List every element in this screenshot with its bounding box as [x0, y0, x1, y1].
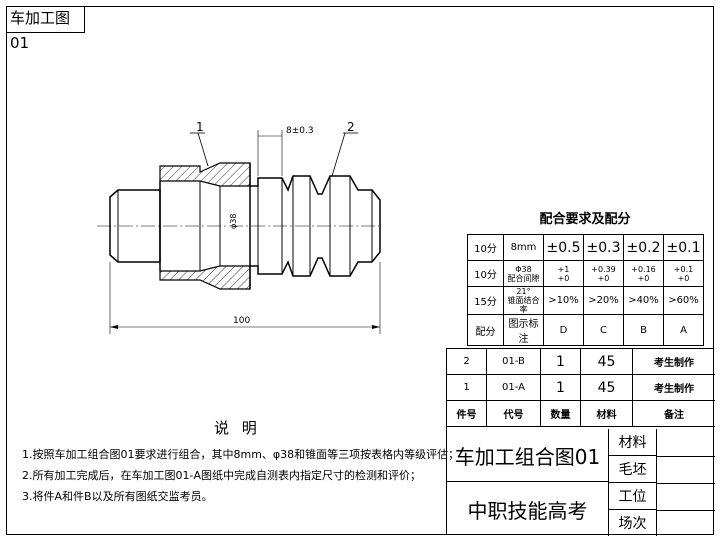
parts-row-1: 1 01-A 1 45 考生制作 — [447, 375, 715, 401]
fit-cell: ±0.1 — [663, 234, 704, 261]
fit-cell: +0.39+0 — [583, 260, 624, 287]
part-code: 01-B — [487, 349, 541, 374]
fit-cell: D — [543, 314, 584, 346]
fit-cell: B — [623, 314, 664, 346]
note-item: 3.将件A和件B以及所有图纸交监考员。 — [22, 490, 213, 503]
fit-cell: 15分 — [467, 286, 504, 315]
fit-cell: 图示标注 — [503, 314, 544, 346]
fit-cell: ±0.3 — [583, 234, 624, 261]
school-name: 中职技能高考 — [447, 482, 609, 536]
title-block: 2 01-B 1 45 考生制作 1 01-A 1 45 考生制作 件号 代号 … — [446, 348, 715, 536]
fit-cell: +0.16+0 — [623, 260, 664, 287]
diameter-label: φ38 — [229, 214, 238, 229]
material-grid: 材料 毛坯 工位 场次 — [609, 429, 715, 536]
sleeve-lower-section — [159, 265, 251, 290]
fit-cell: ±0.5 — [543, 234, 584, 261]
part-material: 45 — [581, 375, 633, 400]
fit-cell: 21°锥面结合率 — [503, 286, 544, 315]
label-blank: 毛坯 — [609, 456, 657, 483]
leader-label-2: 2 — [347, 120, 355, 134]
fit-cell: 10分 — [467, 234, 504, 261]
drawing-frame — [6, 6, 714, 535]
fit-cell: +0.1+0 — [663, 260, 704, 287]
header-note: 备注 — [664, 410, 684, 421]
leader-label-1: 1 — [196, 120, 204, 134]
part-note: 考生制作 — [654, 384, 694, 395]
part-code: 01-A — [487, 375, 541, 400]
label-material: 材料 — [609, 429, 657, 456]
fit-cell: >20% — [583, 286, 624, 315]
label-session: 场次 — [609, 510, 657, 536]
part-qty: 1 — [541, 349, 581, 374]
fit-cell: +1+0 — [543, 260, 584, 287]
part-note: 考生制作 — [654, 358, 694, 369]
header-material: 材料 — [581, 401, 633, 426]
fit-cell: ±0.2 — [623, 234, 664, 261]
fit-cell: C — [583, 314, 624, 346]
sleeve-upper-section — [159, 162, 251, 187]
total-length-dimension: 100 — [233, 316, 250, 326]
gap-dimension: 8±0.3 — [286, 126, 314, 136]
label-station: 工位 — [609, 483, 657, 510]
note-item: 2.所有加工完成后，在车加工图01-A图纸中完成自测表内指定尺寸的检测和评价； — [22, 469, 421, 482]
parts-header: 件号 代号 数量 材料 备注 — [447, 401, 715, 427]
fit-table-caption: 配合要求及配分 — [539, 212, 631, 227]
notes-list: 1.按照车加工组合图01要求进行组合，其中8mm、φ38和锥面等三项按表格内等级… — [22, 444, 459, 507]
header-qty: 数量 — [541, 401, 581, 426]
shaft-body — [250, 175, 381, 277]
drawing-tab-title: 车加工图01 — [6, 6, 85, 52]
fit-cell: A — [663, 314, 704, 346]
fit-cell: 配分 — [467, 314, 504, 346]
notes-title: 说 明 — [214, 419, 261, 437]
drawing-name: 车加工组合图01 — [447, 429, 609, 482]
part-no: 1 — [447, 375, 487, 400]
header-no: 件号 — [447, 401, 487, 426]
part-qty: 1 — [541, 375, 581, 400]
fit-cell: 8mm — [503, 234, 544, 261]
note-item: 1.按照车加工组合图01要求进行组合，其中8mm、φ38和锥面等三项按表格内等级… — [22, 448, 460, 461]
header-code: 代号 — [487, 401, 541, 426]
part-no: 2 — [447, 349, 487, 374]
fit-cell: >60% — [663, 286, 704, 315]
fit-cell: 10分 — [467, 260, 504, 287]
part-material: 45 — [581, 349, 633, 374]
fit-cell: >10% — [543, 286, 584, 315]
fit-cell: >40% — [623, 286, 664, 315]
parts-row-2: 2 01-B 1 45 考生制作 — [447, 349, 715, 375]
